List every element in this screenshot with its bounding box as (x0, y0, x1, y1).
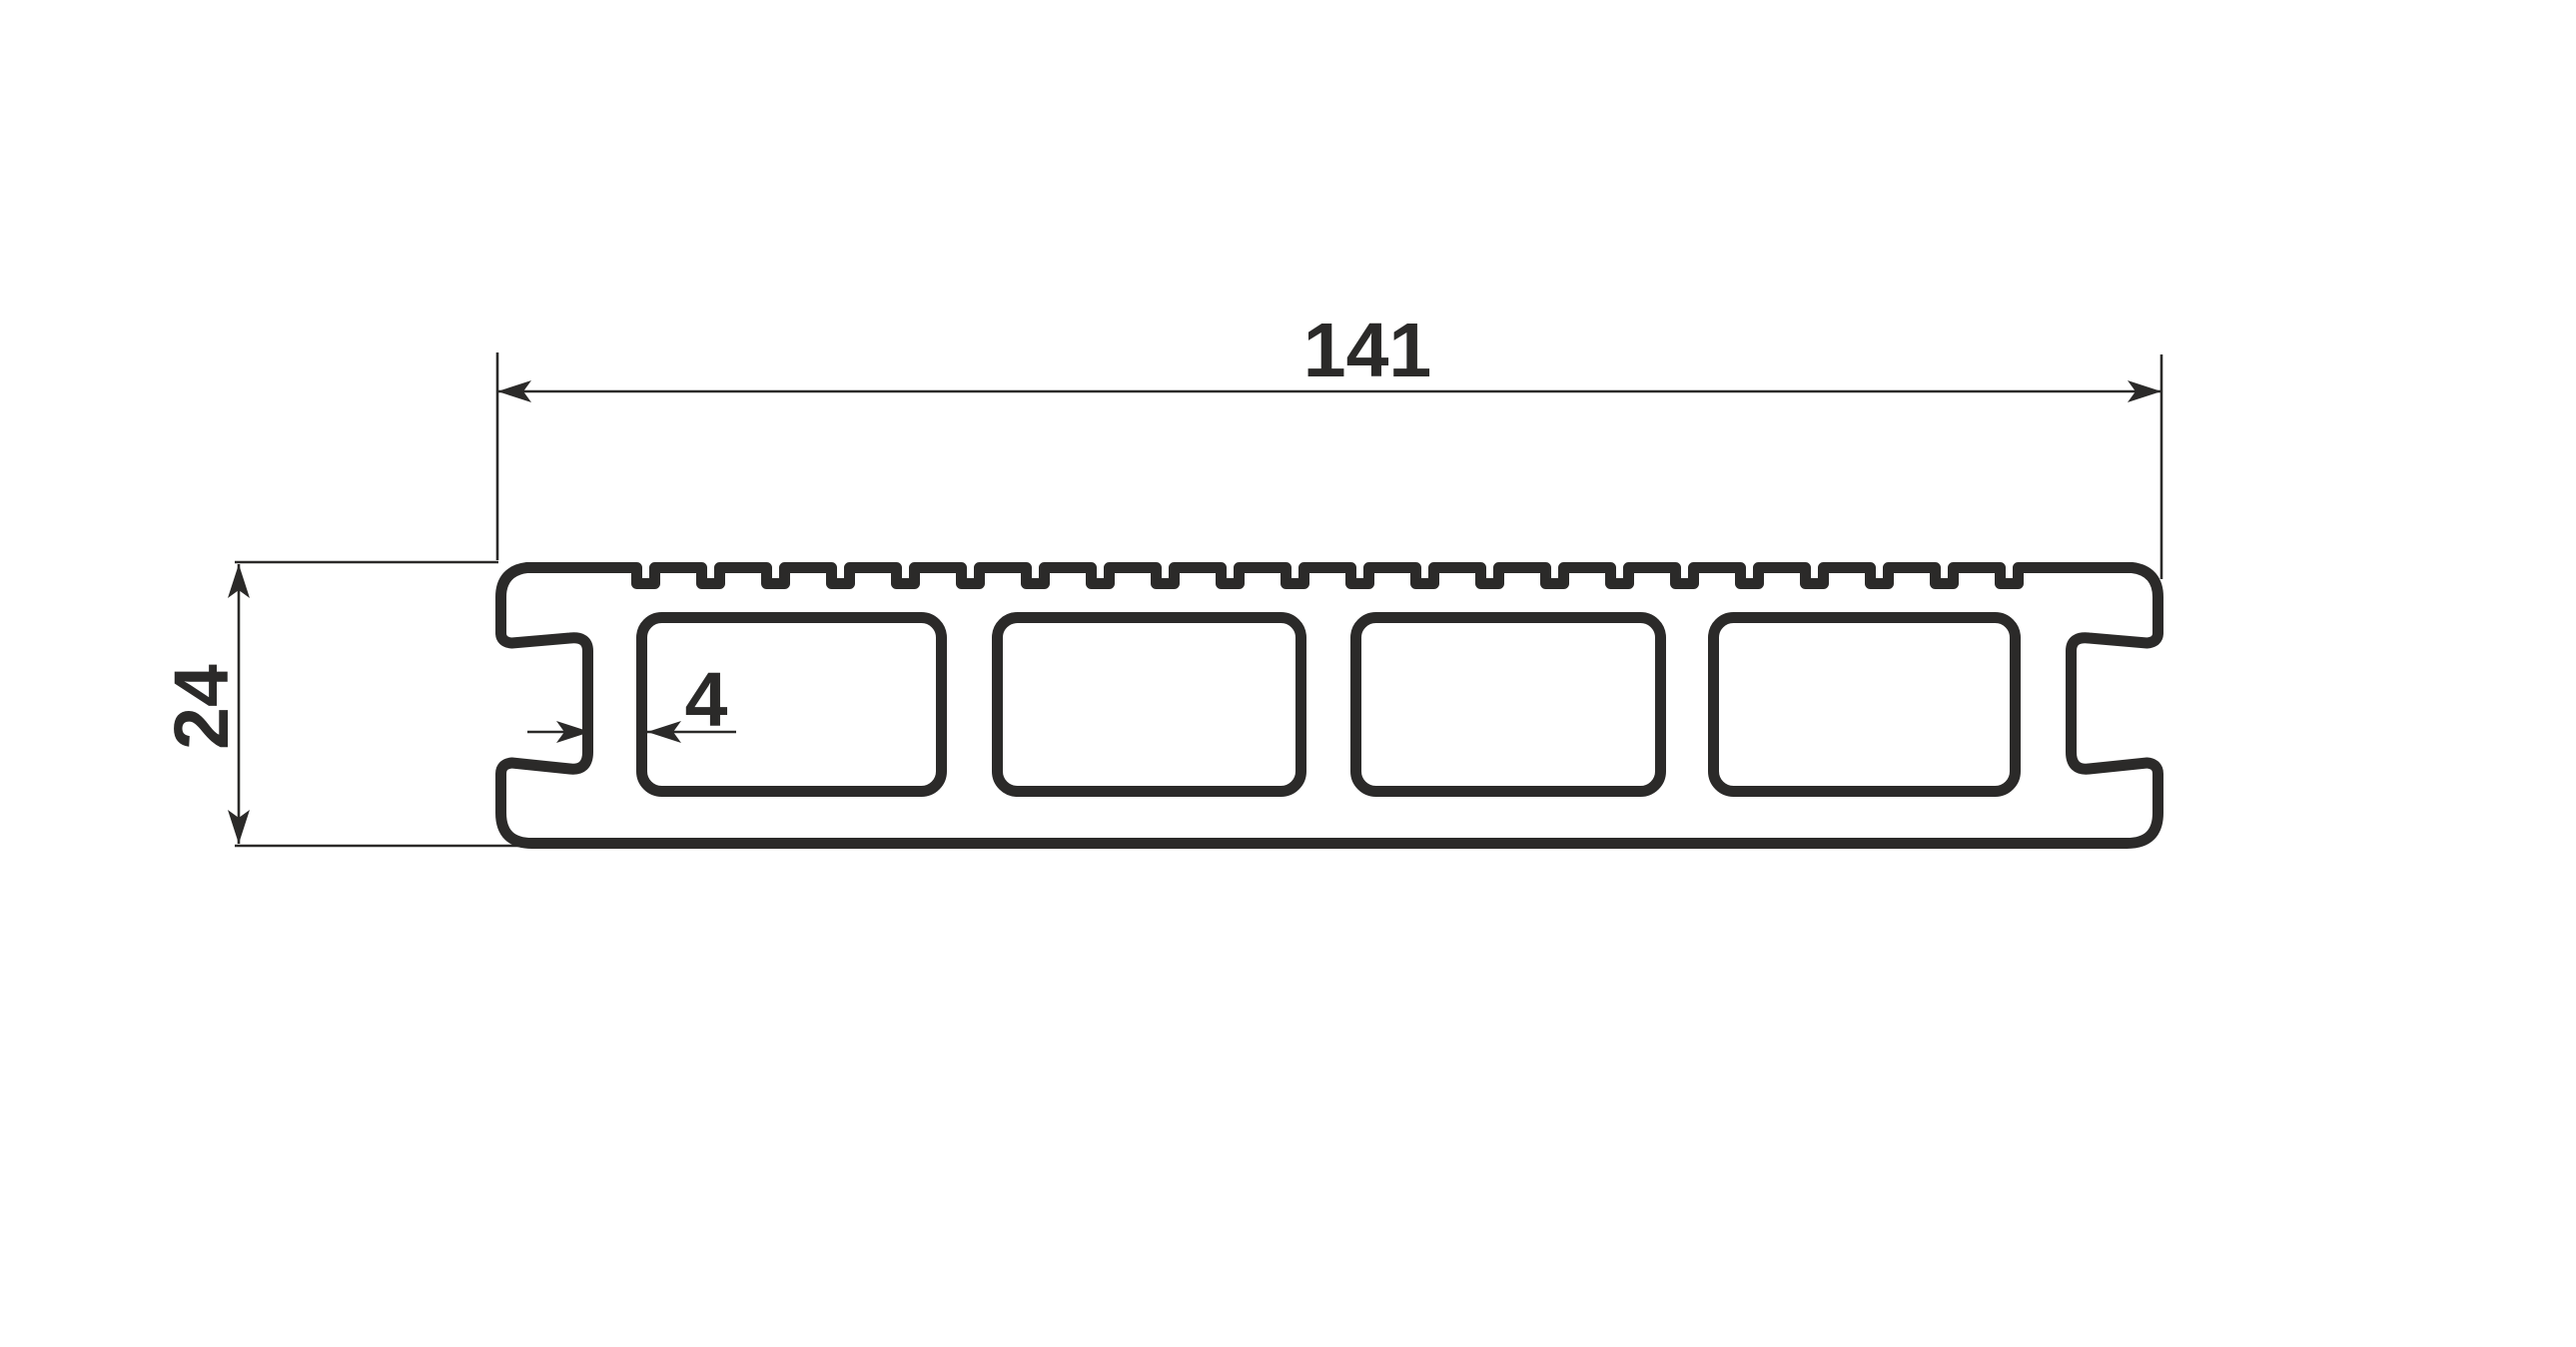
dim-width-arrow-2 (2128, 380, 2161, 402)
hollow-chamber-2 (992, 612, 1306, 797)
dimension-arrowheads (228, 380, 2161, 844)
dimension-width-label: 141 (1303, 308, 1431, 393)
dim-height-arrow-1 (228, 564, 250, 598)
hollow-chamber-3 (1350, 612, 1666, 797)
hollow-chamber-1 (636, 612, 947, 797)
dim-wall-arrow-2 (647, 721, 681, 743)
dim-wall-arrow-1 (556, 721, 590, 743)
dim-height-arrow-2 (228, 810, 250, 844)
dimension-lines (235, 352, 2163, 848)
dim-width-arrow-1 (497, 380, 531, 402)
hollow-chambers (636, 612, 2021, 797)
dimension-height-label: 24 (159, 664, 245, 750)
board-profile-outline (495, 562, 2163, 849)
dimension-wall-thickness-label: 4 (685, 657, 728, 743)
hollow-chamber-4 (1708, 612, 2021, 797)
